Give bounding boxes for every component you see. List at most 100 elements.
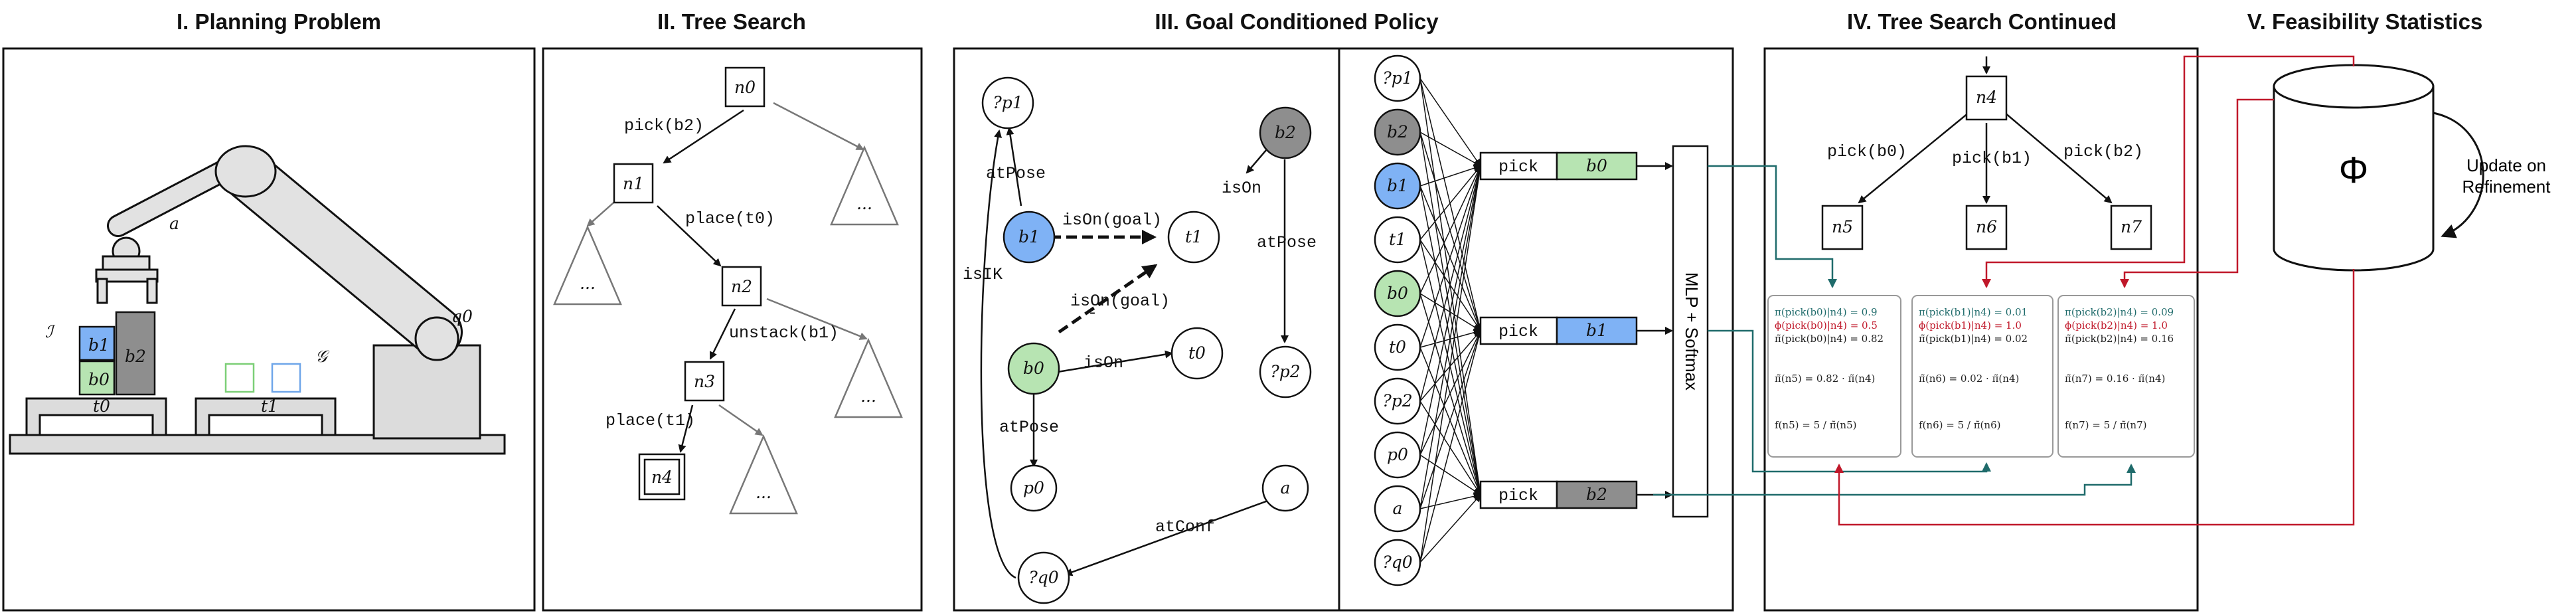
stats-line-pit: π̃(pick(b0)|n4) = 0.82 xyxy=(1775,333,1884,345)
action-arg: b1 xyxy=(1586,321,1607,340)
network-edge xyxy=(1419,293,1483,496)
database-cylinder-icon xyxy=(2273,64,2435,109)
action-verb: pick xyxy=(1498,157,1538,177)
input-node-label: t0 xyxy=(1389,337,1406,357)
network-edge xyxy=(1419,165,1483,402)
tree-node-n4 xyxy=(1965,75,2008,121)
feasibility-database xyxy=(2273,64,2484,272)
network-edge xyxy=(1419,492,1482,509)
block-b1 xyxy=(78,325,116,361)
stats-card-n5 xyxy=(1767,295,1901,458)
header-feasibility-statistics: V. Feasibility Statistics xyxy=(2247,9,2483,34)
graph-node-p1 xyxy=(981,76,1034,130)
network-edges xyxy=(1419,78,1484,563)
input-node-label: p0 xyxy=(1387,445,1408,464)
network-edge xyxy=(1419,185,1483,496)
stats-line-pin: π̃(n5) = 0.82 · π̃(n4) xyxy=(1775,373,1875,385)
input-node-label: b0 xyxy=(1387,284,1408,303)
graph-node-p0 xyxy=(1010,464,1058,512)
input-node-label: b1 xyxy=(1387,176,1408,195)
tree-edge-label: pick(b1) xyxy=(1952,149,2032,168)
base-label: q0 xyxy=(451,307,473,326)
network-edge xyxy=(1419,329,1482,456)
subtree-triangle xyxy=(830,145,899,226)
network-edge xyxy=(1419,185,1482,332)
network-edge xyxy=(1419,131,1483,332)
stats-line-pin: π̃(n6) = 0.02 · π̃(n4) xyxy=(1919,373,2019,385)
network-edge xyxy=(1419,493,1482,563)
stats-line-pin: π̃(n7) = 0.16 · π̃(n4) xyxy=(2065,373,2165,385)
tree-edge-label: pick(b0) xyxy=(1827,142,1907,161)
mlp-softmax-label: MLP + Softmax xyxy=(1682,272,1702,391)
input-node-label: ?p2 xyxy=(1382,391,1412,410)
graph-node-b2 xyxy=(1259,106,1312,159)
header-tree-search-continued: IV. Tree Search Continued xyxy=(1847,9,2117,34)
network-edge xyxy=(1419,165,1484,563)
tree-node-n1 xyxy=(613,163,654,204)
feasibility-connectors xyxy=(1834,55,2355,526)
scene-graph xyxy=(980,76,1312,604)
action-arg: b0 xyxy=(1586,156,1607,175)
block-b0 xyxy=(78,360,116,396)
input-node xyxy=(1374,216,1421,264)
network-edge xyxy=(1419,165,1483,456)
input-node xyxy=(1374,54,1421,102)
stats-line-f: f(n5) = 5 / π̃(n5) xyxy=(1775,419,1856,431)
gripper-bar xyxy=(95,268,159,283)
tree-node-n7 xyxy=(2110,205,2152,250)
graph-node-label: b0 xyxy=(1023,359,1044,378)
input-node-label: b2 xyxy=(1387,122,1408,141)
panel-goal-conditioned-policy xyxy=(953,47,1734,612)
stats-card-n6 xyxy=(1911,295,2053,458)
stats-line-f: f(n7) = 5 / π̃(n7) xyxy=(2065,419,2146,431)
graph-edge-label: atConf xyxy=(1155,517,1215,537)
graph-node-a xyxy=(1261,464,1309,512)
stats-line-pit: π̃(pick(b2)|n4) = 0.16 xyxy=(2065,333,2174,345)
table-t0 xyxy=(25,397,167,436)
tree-node-n2 xyxy=(721,266,762,307)
input-node-label: t1 xyxy=(1389,230,1406,249)
mlp-softmax-block xyxy=(1672,145,1709,518)
input-node xyxy=(1374,485,1421,533)
stats-line-phi: ϕ(pick(b1)|n4) = 1.0 xyxy=(1919,319,2022,331)
graph-node-label: ?p1 xyxy=(993,93,1022,112)
network-edge xyxy=(1419,454,1482,496)
graph-edge-label: atPose xyxy=(986,164,1046,183)
graph-node-label: t0 xyxy=(1188,343,1206,363)
stats-line-pi: π(pick(b0)|n4) = 0.9 xyxy=(1775,306,1878,318)
subtree-triangle xyxy=(834,337,903,418)
graph-edge-label: isOn xyxy=(1222,179,1261,198)
graph-edge-label: isOn xyxy=(1084,353,1123,373)
action-verb-box xyxy=(1479,480,1558,509)
graph-edge-label: isIK xyxy=(963,265,1003,284)
tree-node-label: n4 xyxy=(1976,88,1997,107)
tree-node-label: n7 xyxy=(2121,217,2142,236)
network-edge xyxy=(1419,131,1482,167)
subtree-triangle xyxy=(729,434,798,515)
stats-line-phi: ϕ(pick(b0)|n4) = 0.5 xyxy=(1775,319,1878,331)
panel-tree-search xyxy=(542,47,923,612)
tree-edge-label: place(t1) xyxy=(605,411,695,430)
input-node-label: a xyxy=(1393,499,1403,518)
panel-planning-problem xyxy=(2,47,536,612)
tree-node-n6 xyxy=(1965,205,2008,250)
tree-search xyxy=(553,66,903,515)
tree-node-n4-goal xyxy=(638,453,686,501)
input-node xyxy=(1374,162,1421,210)
graph-node-t0 xyxy=(1170,327,1224,380)
network-edge xyxy=(1419,165,1484,509)
graph-node-p2 xyxy=(1259,345,1312,398)
subtree-triangle xyxy=(553,224,622,306)
stats-line-pit: π̃(pick(b1)|n4) = 0.02 xyxy=(1919,333,2028,345)
input-node xyxy=(1374,539,1421,586)
graph-node-label: t1 xyxy=(1185,227,1202,246)
network-edge xyxy=(1419,164,1482,187)
database-symbol: Φ xyxy=(2339,149,2369,191)
action-arg-box xyxy=(1556,480,1638,509)
block-label-b1: b1 xyxy=(88,335,110,355)
stats-card-n7 xyxy=(2057,295,2195,458)
action-verb: pick xyxy=(1498,322,1538,341)
input-node-label: ?p1 xyxy=(1382,68,1412,88)
header-tree-search: II. Tree Search xyxy=(657,9,806,34)
input-node xyxy=(1374,431,1421,479)
